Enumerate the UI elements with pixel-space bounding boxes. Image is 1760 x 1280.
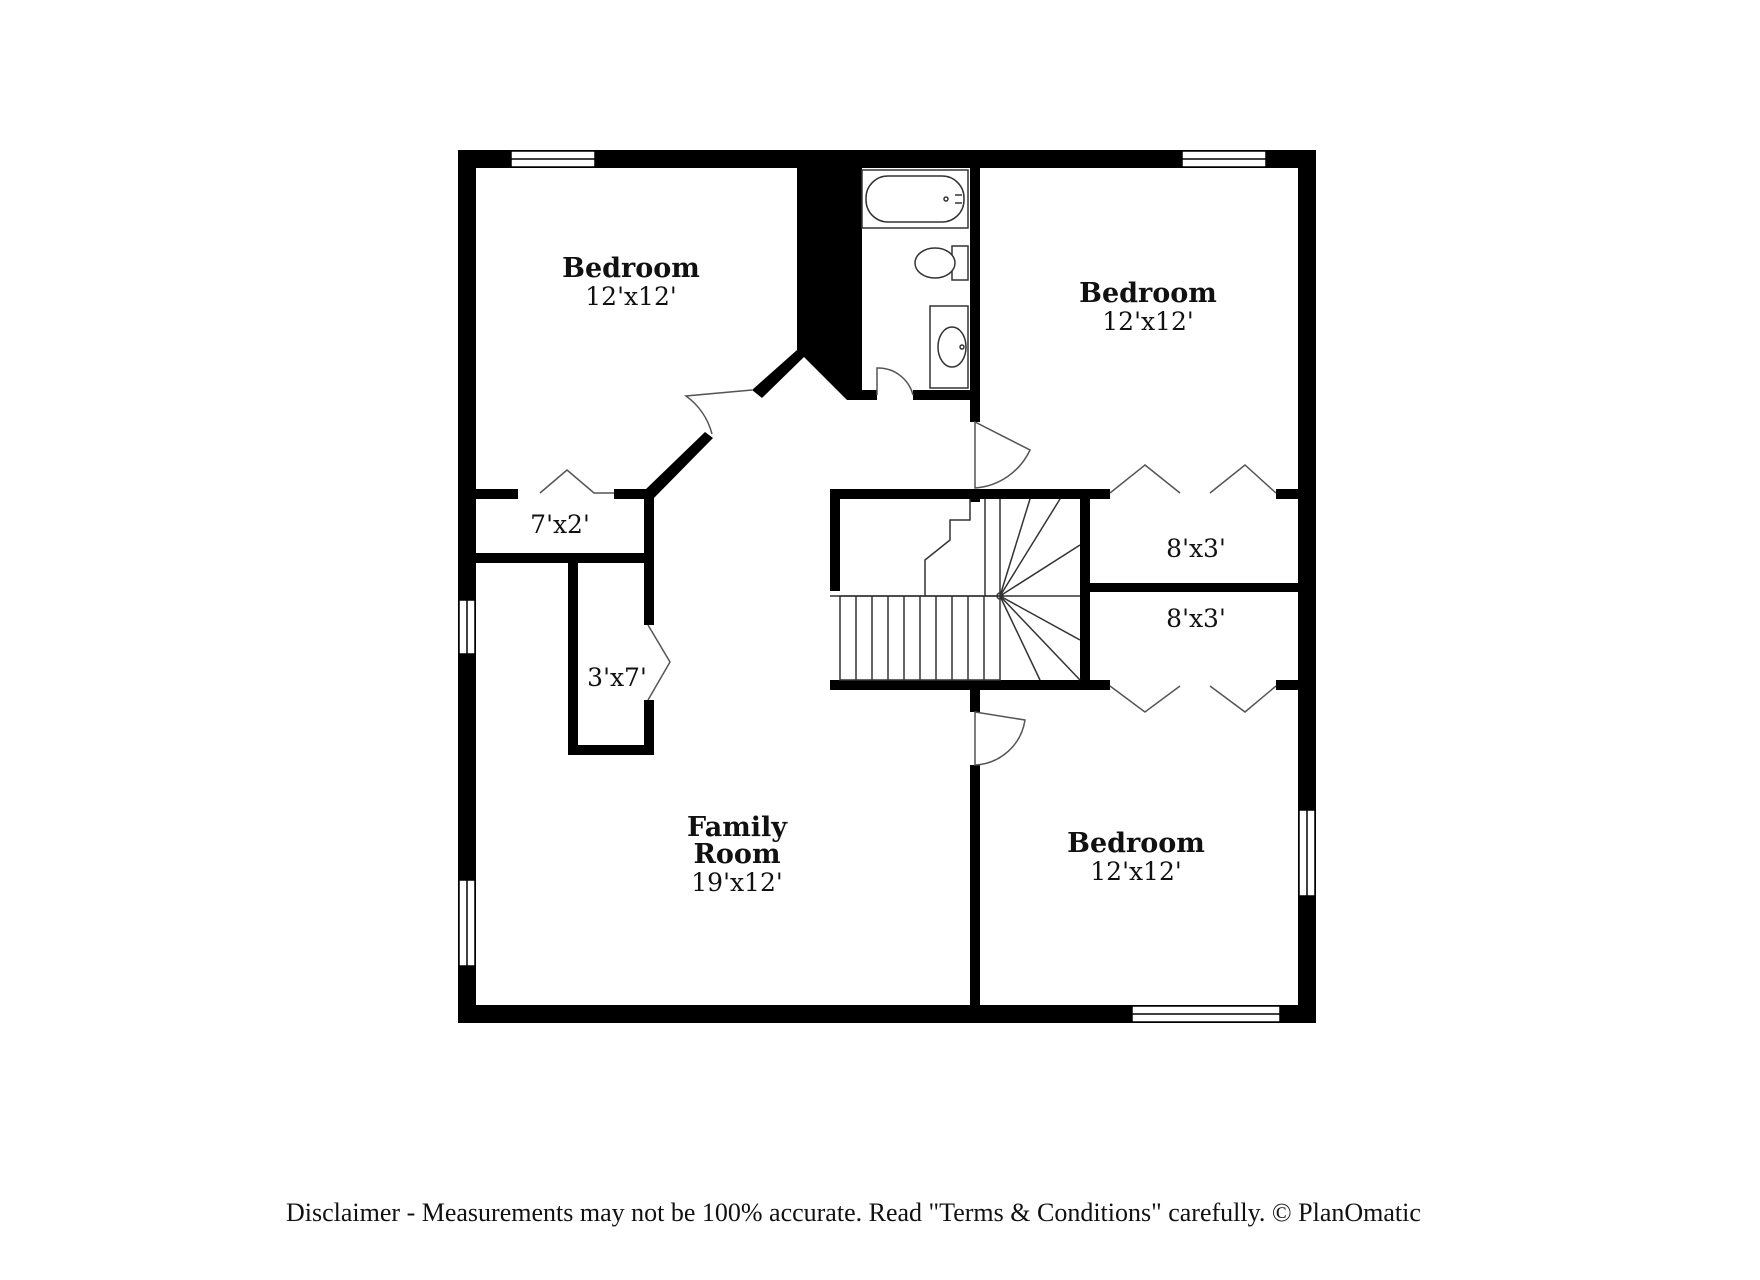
family-room-name-line1: Family — [687, 812, 788, 843]
closet-7x2-size: 7'x2' — [530, 510, 590, 539]
bedroom-se-size: 12'x12' — [1090, 857, 1181, 886]
closet-8x3-upper-size: 8'x3' — [1166, 534, 1226, 563]
bifold-8x3-lower-right — [1209, 685, 1277, 713]
interior-walls — [476, 168, 1298, 1005]
closet-8x3-lower-size: 8'x3' — [1166, 604, 1226, 633]
window-top-left — [510, 150, 596, 168]
window-left-upper — [458, 599, 476, 655]
bedroom-ne-name: Bedroom — [1079, 278, 1217, 309]
chimney-chase — [797, 168, 857, 400]
window-right — [1298, 809, 1316, 897]
family-room-size: 19'x12' — [691, 868, 782, 897]
door-nw-bedroom — [683, 389, 753, 435]
bifold-8x3-lower-left — [1109, 685, 1181, 713]
doors — [539, 367, 1277, 766]
door-se-bedroom — [974, 711, 1026, 766]
window-top-right — [1181, 150, 1267, 168]
winder-stairs — [984, 498, 1081, 681]
stair-treads — [855, 596, 985, 680]
window-bottom — [1131, 1005, 1281, 1023]
bifold-8x3-upper-left — [1109, 464, 1181, 494]
toilet-icon — [914, 245, 969, 281]
staircase — [830, 498, 1081, 681]
bifold-8x3-upper-right — [1209, 464, 1277, 494]
bathroom-fixtures — [861, 169, 969, 389]
closet-3x7-size: 3'x7' — [587, 663, 647, 692]
bedroom-ne-size: 12'x12' — [1102, 307, 1193, 336]
stair-handrail — [924, 499, 971, 596]
exterior-walls — [458, 150, 1316, 1023]
bedroom-se-name: Bedroom — [1067, 828, 1205, 859]
bifold-3x7 — [647, 624, 671, 701]
windows — [458, 150, 1316, 1023]
disclaimer-text: Disclaimer - Measurements may not be 100… — [286, 1198, 1421, 1227]
window-left-lower — [458, 879, 476, 967]
door-ne-bedroom — [974, 420, 1031, 489]
door-bathroom — [876, 367, 914, 396]
room-labels: Bedroom 12'x12' Bedroom 12'x12' Bedroom … — [530, 253, 1226, 897]
family-room-name-line2: Room — [693, 839, 780, 870]
bathtub-icon — [861, 169, 969, 229]
bedroom-nw-name: Bedroom — [562, 253, 700, 284]
sink-icon — [929, 305, 969, 389]
bifold-7x2 — [539, 469, 614, 494]
bedroom-nw-size: 12'x12' — [585, 282, 676, 311]
